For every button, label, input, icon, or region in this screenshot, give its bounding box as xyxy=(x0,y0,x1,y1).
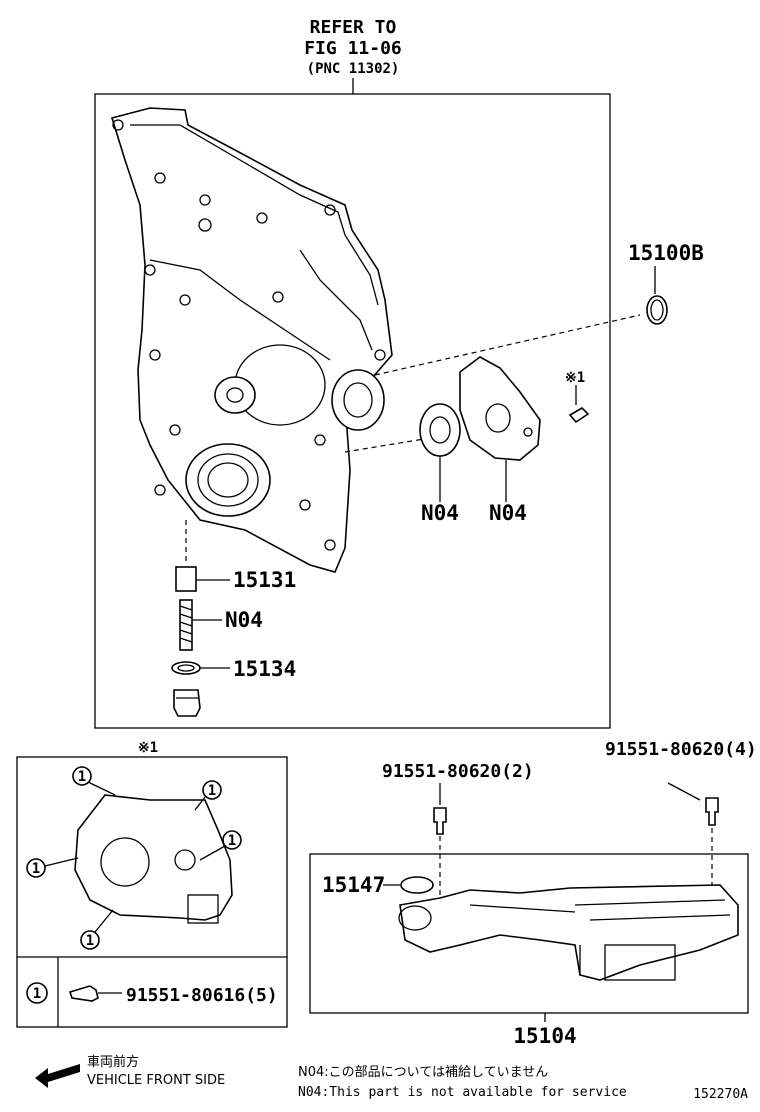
callout-15104: 15104 xyxy=(513,1024,576,1048)
oil-strainer-drawing xyxy=(398,884,739,981)
marker-1d: 1 xyxy=(32,861,40,877)
pump-cover-hole xyxy=(485,403,511,433)
gasket-15134-inner xyxy=(177,664,195,672)
bolt-left xyxy=(433,807,447,835)
relief-spring xyxy=(179,599,193,651)
relief-valve-15131 xyxy=(175,566,197,592)
callout-15134: 15134 xyxy=(233,657,296,681)
align-line-upper xyxy=(374,314,641,376)
detail-box-title: ※1 xyxy=(138,740,158,756)
main-assembly-box xyxy=(94,93,611,729)
callout-bolt-mark: ※1 xyxy=(565,370,585,386)
detail-box xyxy=(16,756,288,1028)
service-note-jp: N04:この部品については補給していません xyxy=(298,1065,548,1080)
align-line-lower xyxy=(344,437,431,453)
callout-spring-n04: N04 xyxy=(225,608,263,632)
marker-1e: 1 xyxy=(86,933,94,949)
service-note-en: N04:This part is not available for servi… xyxy=(298,1085,627,1100)
refer-to-line2: FIG 11-06 xyxy=(304,38,402,59)
strainer-box xyxy=(309,853,749,1014)
oring-15147 xyxy=(400,876,434,894)
callout-cover-n04: N04 xyxy=(489,501,527,525)
figure-id: 152270A xyxy=(693,1087,748,1102)
pump-rotor-inner xyxy=(429,416,451,444)
gasket-15134 xyxy=(171,661,201,675)
pump-cover-bolt-hole xyxy=(523,427,533,437)
oring-15100b-inner xyxy=(650,299,664,321)
detail-cover-small-bore xyxy=(174,849,196,871)
front-label-en: VEHICLE FRONT SIDE xyxy=(87,1073,225,1088)
cover-bolt xyxy=(568,406,590,424)
timing-cover-drawing xyxy=(110,107,393,573)
pump-rotor xyxy=(419,403,461,457)
callout-rotor-n04: N04 xyxy=(421,501,459,525)
relief-plug xyxy=(173,689,201,717)
legend-part-number: 91551-80616(5) xyxy=(126,985,278,1006)
legend-marker-label: 1 xyxy=(33,986,41,1002)
detail-cover-bore xyxy=(100,837,150,887)
bolt-right xyxy=(705,797,719,826)
marker-1a: 1 xyxy=(78,769,86,785)
legend-marker xyxy=(26,982,48,1004)
callout-15100b: 15100B xyxy=(628,241,704,265)
detail-cover-tab xyxy=(187,894,219,924)
callout-bolt-right: 91551-80620(4) xyxy=(605,739,757,760)
front-arrow-icon xyxy=(35,1064,80,1088)
front-label-jp: 車両前方 xyxy=(87,1054,139,1070)
refer-to-pnc: (PNC 11302) xyxy=(307,61,400,77)
callout-bolt-left: 91551-80620(2) xyxy=(382,761,534,782)
callout-15131: 15131 xyxy=(233,568,296,592)
marker-1b: 1 xyxy=(208,783,216,799)
bolt-right-leader xyxy=(667,782,701,801)
callout-15147: 15147 xyxy=(322,873,385,897)
marker-1c: 1 xyxy=(228,833,236,849)
pump-cover-plate xyxy=(459,356,541,461)
legend-bolt-icon xyxy=(68,985,99,1002)
refer-to-line1: REFER TO xyxy=(310,17,397,38)
detail-bolt-markers: 1 1 1 1 1 xyxy=(26,766,242,950)
detail-cover-plate xyxy=(74,794,233,921)
